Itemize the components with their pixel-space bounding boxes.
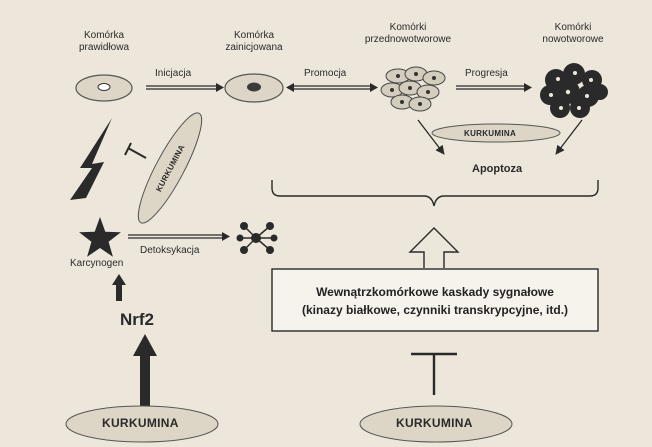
- hollow-up-arrow: [408, 227, 460, 268]
- curcumin-label-bottom-right: KURKUMINA: [396, 416, 473, 430]
- curcumin-label-bottom-left: KURKUMINA: [102, 416, 179, 430]
- label-progression: Progresja: [465, 68, 508, 79]
- star-icon: [79, 217, 121, 257]
- initiation-arrow: [146, 83, 224, 92]
- preneoplastic-cells-icon: [380, 66, 446, 112]
- brace: [271, 180, 599, 207]
- neoplastic-cells-icon: [540, 63, 608, 118]
- molecule-icon: [236, 222, 278, 254]
- label-nrf2: Nrf2: [120, 310, 155, 329]
- signaling-box-line2: (kinazy białkowe, czynniki transkrypcyjn…: [301, 303, 569, 317]
- promotion-arrow: [286, 83, 378, 92]
- curcumin-ellipse-bottom-right: [359, 405, 513, 443]
- curcumin-arrow-large: [133, 334, 157, 408]
- label-carcinogen: Karcynogen: [70, 258, 124, 269]
- initiated-cell-icon: [224, 73, 284, 103]
- label-promotion: Promocja: [304, 68, 347, 79]
- inhibition-icon: [124, 142, 147, 159]
- curcumin-label-top: KURKUMINA: [464, 129, 517, 138]
- normal-cell-icon: [75, 74, 133, 102]
- signaling-box-line1: Wewnątrzkomórkowe kaskady sygnałowe: [316, 285, 554, 299]
- apoptosis-arrow-right: [555, 119, 583, 155]
- label-apoptosis: Apoptoza: [472, 163, 523, 175]
- progression-arrow: [456, 83, 532, 92]
- curcumin-ellipse-top: [431, 123, 561, 143]
- nrf2-arrow-small: [112, 274, 126, 301]
- apoptosis-arrow-left: [417, 119, 445, 155]
- label-initiation: Inicjacja: [155, 68, 192, 79]
- curcumin-ellipse-bottom-left: [65, 405, 219, 443]
- lightning-icon: [70, 118, 112, 200]
- detoxification-arrow: [128, 232, 230, 241]
- signaling-box: [271, 268, 599, 332]
- label-detoxification: Detoksykacja: [140, 245, 200, 256]
- inhibition-bar-bottom: [411, 352, 457, 395]
- curcumin-ellipse-rotated: [137, 112, 203, 224]
